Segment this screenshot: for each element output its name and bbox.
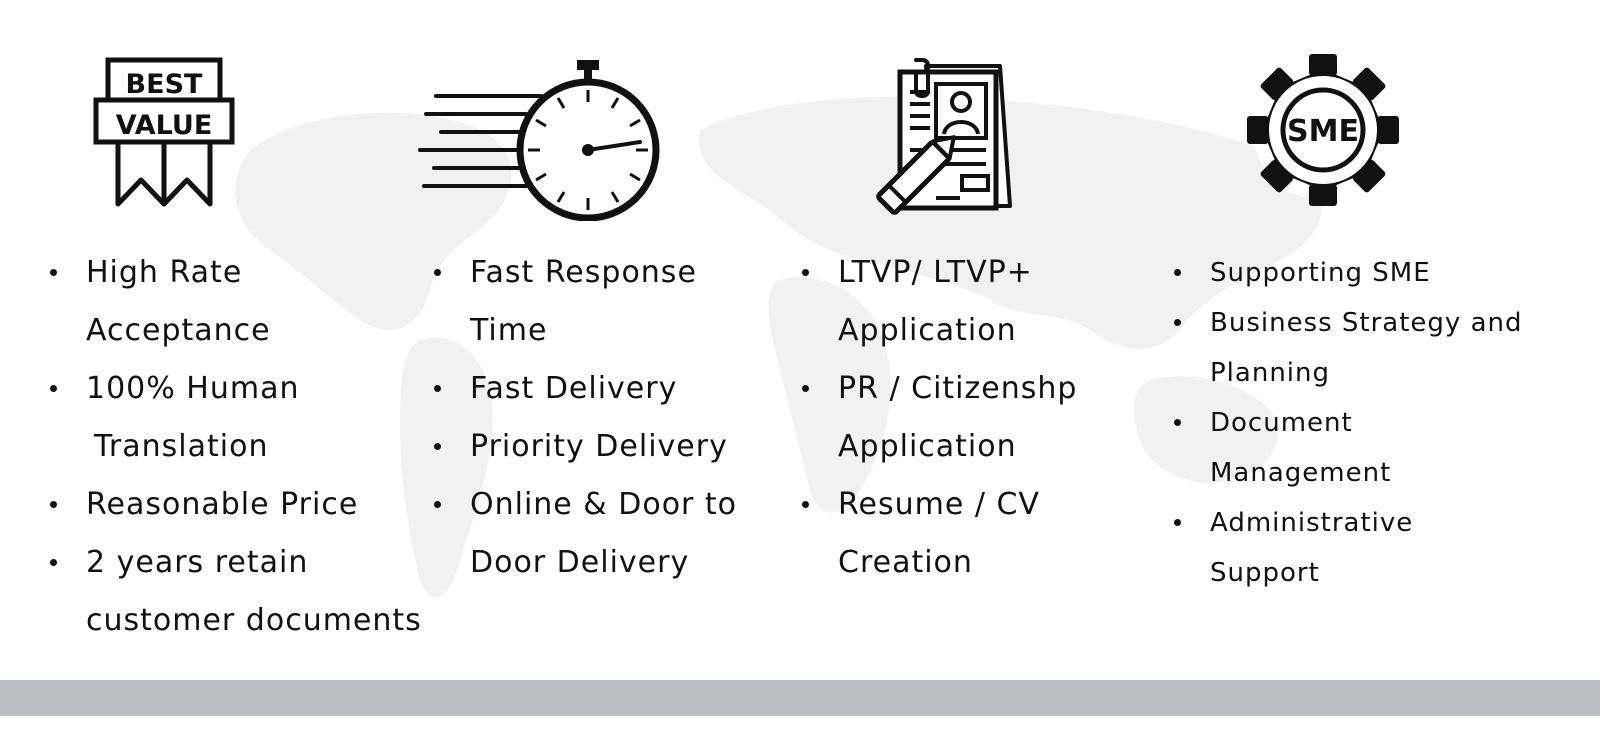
sme-list: Supporting SME Business Strategy and Pla… <box>1172 248 1562 598</box>
list-item: 2 years retain customer documents <box>48 534 428 650</box>
stopwatch-icon <box>416 56 666 221</box>
list-item: Fast Response Time <box>432 244 772 360</box>
list-item: LTVP/ LTVP+ Application <box>800 244 1140 360</box>
list-item: PR / Citizenshp Application <box>800 360 1140 476</box>
list-item: Resume / CV Creation <box>800 476 1140 592</box>
list-item: 100% Human Translation <box>48 360 428 476</box>
resume-document-icon <box>870 56 1040 216</box>
list-item: Document Management <box>1172 398 1562 498</box>
gear-label-text: SME <box>1287 114 1359 149</box>
list-item: Online & Door to Door Delivery <box>432 476 772 592</box>
list-item: Administrative Support <box>1172 498 1562 598</box>
list-item: Fast Delivery <box>432 360 772 418</box>
sme-gear-icon: SME <box>1240 50 1406 210</box>
list-item: High Rate Acceptance <box>48 244 428 360</box>
badge-best-text: BEST <box>126 69 203 100</box>
list-item: Priority Delivery <box>432 418 772 476</box>
applications-list: LTVP/ LTVP+ Application PR / Citizenshp … <box>800 244 1140 592</box>
footer-bar <box>0 680 1600 716</box>
best-value-ribbon-icon: BEST VALUE <box>90 56 240 208</box>
list-item: Business Strategy and Planning <box>1172 298 1562 398</box>
fast-response-list: Fast Response Time Fast Delivery Priorit… <box>432 244 772 592</box>
list-item: Supporting SME <box>1172 248 1562 298</box>
badge-value-text: VALUE <box>116 110 213 141</box>
best-value-list: High Rate Acceptance 100% Human Translat… <box>48 244 428 650</box>
list-item: Reasonable Price <box>48 476 428 534</box>
